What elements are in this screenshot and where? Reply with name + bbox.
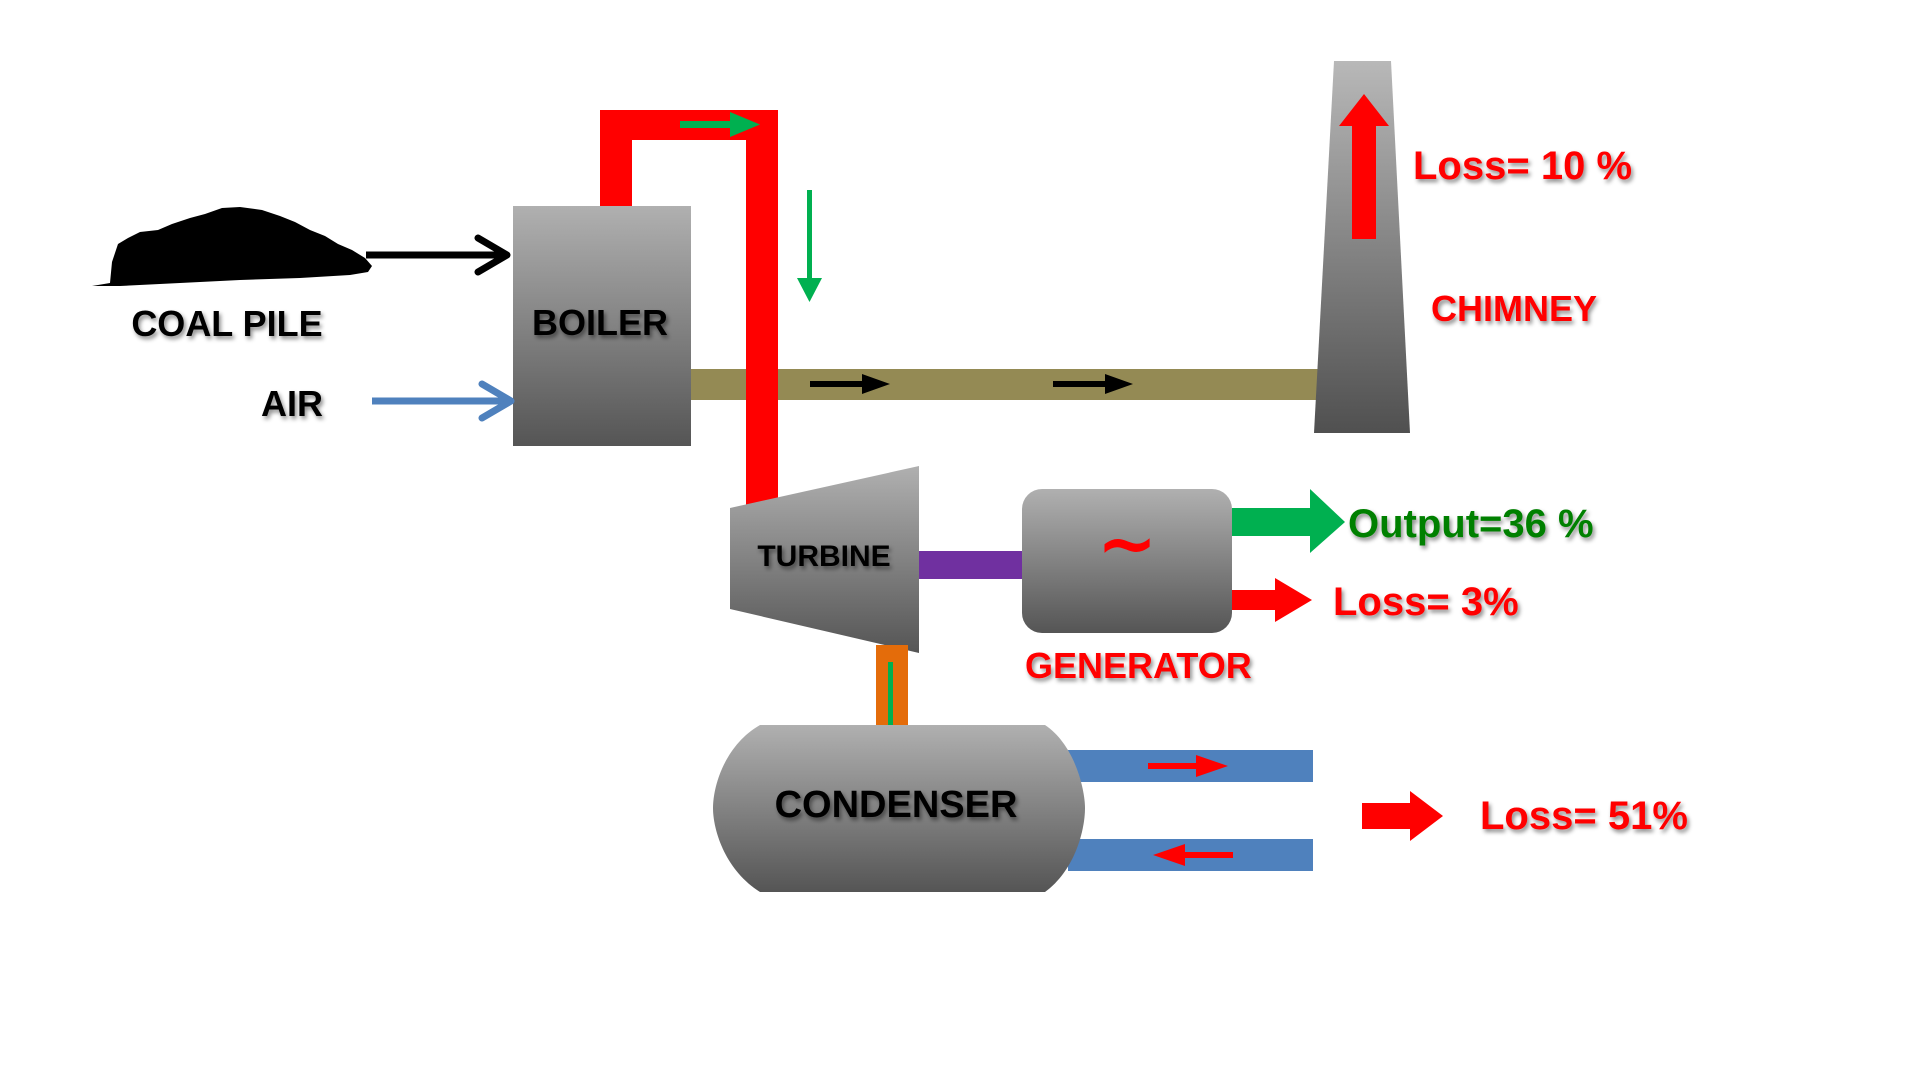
generator-loss-label: Loss= 3% [1333,580,1519,624]
coal-pile-label: COAL PILE [131,303,322,344]
boiler [513,206,691,446]
boiler-label: BOILER [532,302,668,343]
turbine [730,466,919,653]
flue-gas-duct [690,369,1320,400]
chimney-label: CHIMNEY [1431,288,1597,329]
condenser [713,725,1085,892]
turbine-generator-shaft [919,551,1024,579]
generator-label: GENERATOR [1025,645,1252,686]
condenser-loss-label: Loss= 51% [1480,794,1688,838]
turbine-label: TURBINE [757,540,890,573]
cooling-water-in-arrow [1153,844,1233,866]
generator-ac-symbol: ~ [1097,501,1157,585]
chimney [1314,61,1410,433]
flue-flow-arrow-1 [810,374,890,394]
coal-feed-arrow [366,234,511,276]
output-arrow [1232,489,1345,553]
condenser-label: CONDENSER [775,784,1018,826]
steam-flow-arrow-right [680,112,760,137]
cooling-water-out-arrow [1148,755,1228,777]
steam-pipe [600,110,778,508]
flue-flow-arrow-2 [1053,374,1133,394]
air-feed-arrow [372,380,515,422]
output-label: Output=36 % [1348,502,1594,546]
steam-flow-arrow-down [797,190,822,302]
condenser-loss-arrow [1362,791,1443,841]
chimney-loss-arrow [1339,94,1389,239]
chimney-loss-label: Loss= 10 % [1413,144,1632,188]
air-label: AIR [261,383,323,424]
generator [1022,489,1232,633]
coal-pile-icon [92,207,372,286]
generator-loss-arrow [1232,578,1312,622]
